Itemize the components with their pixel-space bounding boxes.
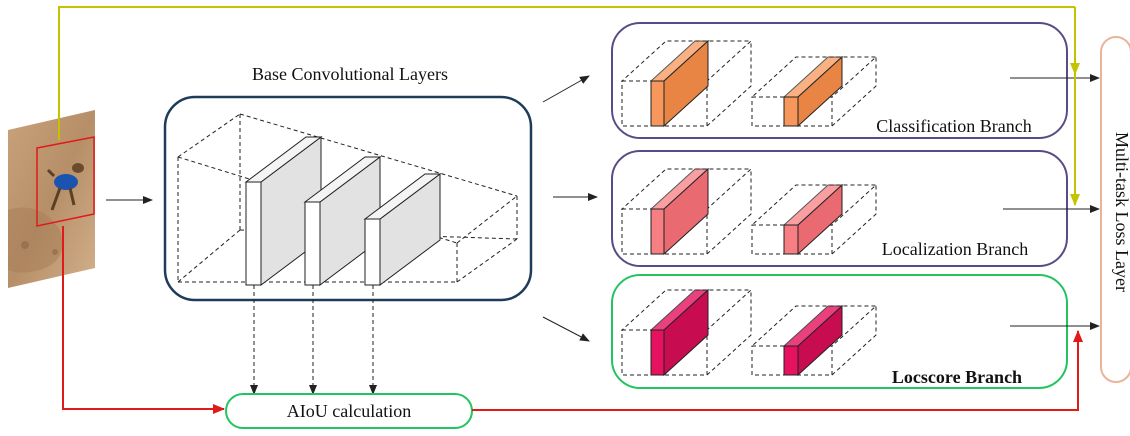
arrow-base-to-locscore <box>542 316 590 342</box>
base-conv-block: Base Convolutional Layers <box>163 64 533 302</box>
loss-layer: Multi-task Loss Layer <box>1100 36 1130 383</box>
base-conv-box <box>163 95 533 302</box>
classification-box <box>611 22 1068 139</box>
conv-layer-2 <box>303 156 382 286</box>
classification-tensor-1 <box>620 39 753 128</box>
locscore-label: Locscore Branch <box>892 367 1022 387</box>
conv-layer-3 <box>363 173 442 286</box>
localization-tensor-1 <box>620 167 753 256</box>
base-conv-label: Base Convolutional Layers <box>252 64 448 84</box>
red-arrow-aiou-to-loss <box>472 330 1083 411</box>
yellow-connection <box>58 6 1080 206</box>
localization-label: Localization Branch <box>882 239 1028 259</box>
localization-branch: Localization Branch <box>611 150 1100 267</box>
locscore-box <box>611 274 1068 389</box>
aiou-label: AIoU calculation <box>287 401 411 421</box>
arrow-base-to-classification <box>542 75 590 103</box>
classification-branch: Classification Branch <box>611 22 1100 139</box>
bounding-box <box>36 136 95 227</box>
loss-label: Multi-task Loss Layer <box>1112 132 1130 292</box>
localization-tensor-2 <box>750 183 878 256</box>
dog-figure <box>46 163 84 211</box>
aiou-block: AIoU calculation <box>225 393 473 429</box>
locscore-tensor-1 <box>620 288 753 377</box>
input-image <box>8 110 95 288</box>
red-arrow-image-to-aiou <box>62 226 225 414</box>
classification-label: Classification Branch <box>876 116 1031 136</box>
locscore-branch: Locscore Branch <box>611 274 1100 389</box>
locscore-tensor-2 <box>750 304 878 377</box>
classification-tensor-2 <box>750 55 878 128</box>
loss-box <box>1100 36 1130 383</box>
